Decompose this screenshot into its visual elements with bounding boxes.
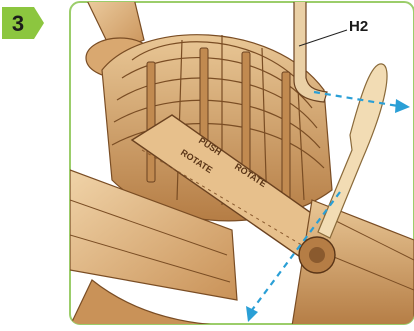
assembly-illustration: ROTATE PUSH ROTATE	[62, 0, 414, 326]
part-callout-h2: H2	[349, 18, 368, 35]
step-badge: 3	[0, 6, 46, 40]
step-number: 3	[0, 11, 36, 37]
